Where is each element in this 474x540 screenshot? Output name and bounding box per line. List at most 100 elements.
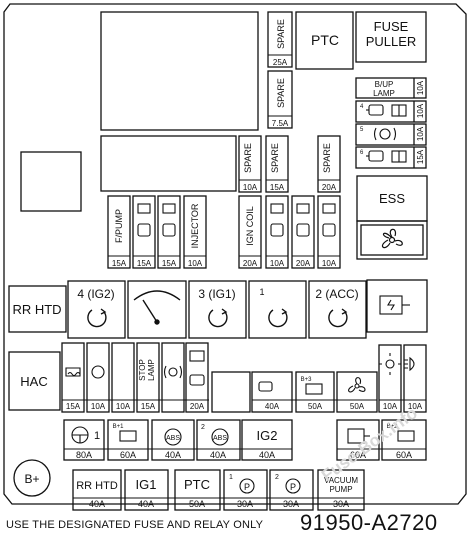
acc-relay bbox=[308, 280, 367, 339]
mid-fuse-amp: 15A bbox=[112, 259, 127, 268]
row5-fuse-ig1 bbox=[124, 469, 169, 511]
fuse-box-outline bbox=[3, 3, 467, 505]
small-row-6-num: 6 bbox=[360, 150, 364, 156]
small-row-4-num: 4 bbox=[360, 104, 364, 110]
row4-abs2-label: ABS bbox=[213, 435, 227, 442]
row4-fuse-1 bbox=[63, 419, 105, 461]
fan-icon bbox=[348, 377, 366, 393]
row3-amp-3: 10A bbox=[116, 402, 131, 411]
mid-spare-10a-slot bbox=[238, 135, 262, 193]
mid-fuse-slot bbox=[107, 195, 131, 269]
row5-fuse-rr-htd bbox=[72, 469, 122, 511]
row3-fuse-sun bbox=[378, 344, 402, 413]
hac-label: HAC bbox=[20, 374, 47, 389]
stop-lamp-fuse bbox=[136, 342, 160, 413]
row3-fuse-6 bbox=[185, 342, 209, 413]
row5-rr-htd-amp: 40A bbox=[89, 499, 105, 509]
row5-p2-amp: 30A bbox=[283, 499, 299, 509]
small-fuse-row-5 bbox=[355, 123, 427, 146]
row4-fuse-abs1 bbox=[151, 419, 195, 461]
relay-1 bbox=[248, 280, 307, 339]
battery-icon bbox=[189, 350, 205, 362]
fan-relay-inner bbox=[360, 224, 424, 256]
row3-10a-amp-1: 10A bbox=[383, 402, 398, 411]
mid-spare-1-amp: 10A bbox=[243, 183, 258, 192]
row4-c1-amp: 80A bbox=[76, 450, 92, 460]
spare-7-5a-slot bbox=[267, 70, 293, 129]
row5-p2-num: 2 bbox=[275, 474, 279, 481]
ig2-relay bbox=[67, 280, 126, 339]
small-row-5-amp: 10A bbox=[416, 126, 425, 141]
mid-spare-3-label: SPARE bbox=[322, 143, 332, 173]
rotate-arrow-icon bbox=[208, 309, 228, 328]
row4-c1-num: 1 bbox=[94, 430, 100, 442]
sun-icon bbox=[379, 353, 401, 375]
rotate-arrow-icon bbox=[268, 309, 288, 328]
row3-fuse-fan bbox=[336, 371, 378, 413]
warning-lamp-icon bbox=[163, 365, 183, 379]
wiper-relay bbox=[127, 280, 187, 339]
engine-icon bbox=[296, 203, 310, 237]
fuse-puller-label-1: FUSE bbox=[374, 19, 409, 34]
hac-relay bbox=[8, 351, 61, 411]
mid-fuse-amp: 15A bbox=[137, 259, 152, 268]
rotate-arrow-icon bbox=[328, 309, 348, 328]
warning-lamp-icon bbox=[373, 127, 397, 141]
row3-b3-label: B+3 bbox=[301, 377, 313, 383]
fuse-puller-label-2: PULLER bbox=[366, 34, 417, 49]
battery-icon bbox=[397, 430, 415, 442]
mid-fuse-label: IGN COIL bbox=[245, 206, 255, 246]
ess-label: ESS bbox=[379, 191, 405, 206]
top-blank-block bbox=[100, 11, 259, 131]
horn-icon bbox=[162, 203, 176, 237]
row5-vacuum-label-2: PUMP bbox=[329, 485, 352, 494]
battery-positive-label: B+ bbox=[24, 472, 39, 486]
windshield-wiper-icon bbox=[133, 290, 181, 325]
ig2-relay-label: 4 (IG2) bbox=[77, 287, 114, 301]
row5-fuse-ptc bbox=[174, 469, 221, 511]
row5-p1-label: P bbox=[244, 482, 250, 492]
left-blank-block bbox=[20, 151, 82, 212]
row4-c4-num: 2 bbox=[201, 424, 205, 431]
mid-fuse-amp: 20A bbox=[243, 259, 258, 268]
engine-icon bbox=[189, 374, 205, 386]
row5-fuse-p1 bbox=[223, 469, 268, 511]
mid-fuse-slot bbox=[291, 195, 315, 269]
row3-blank-1 bbox=[211, 371, 251, 413]
bup-lamp-amp: 10A bbox=[416, 80, 425, 95]
mid-fuse-slot bbox=[265, 195, 289, 269]
engine-icon bbox=[322, 203, 336, 237]
small-row-5-num: 5 bbox=[360, 127, 364, 133]
battery-icon bbox=[391, 150, 407, 163]
row3-fuse-40a bbox=[251, 371, 293, 413]
spare-7-5a-label: SPARE bbox=[276, 78, 286, 108]
engine-icon bbox=[137, 203, 151, 237]
row5-p1-num: 1 bbox=[229, 474, 233, 481]
rr-htd-relay-label: RR HTD bbox=[12, 302, 61, 317]
stop-lamp-label-2: LAMP bbox=[147, 359, 156, 381]
row5-p2-label: P bbox=[290, 482, 296, 492]
mid-fuse-slot bbox=[238, 195, 262, 269]
spare-25a-amp: 25A bbox=[273, 58, 288, 67]
row4-abs1-label: ABS bbox=[166, 435, 180, 442]
bup-lamp-label-1: B/UP bbox=[375, 80, 394, 89]
radiator-fan-icon bbox=[379, 295, 410, 315]
row3-fuse-5 bbox=[161, 342, 185, 413]
small-row-4-amp: 10A bbox=[416, 103, 425, 118]
ptc-relay-box bbox=[295, 11, 354, 70]
row3-fuse-1 bbox=[61, 342, 85, 413]
mid-spare-2-label: SPARE bbox=[270, 143, 280, 173]
spare-25a-label: SPARE bbox=[276, 19, 286, 49]
row4-c6-amp: 60A bbox=[350, 450, 366, 460]
parking-icon bbox=[285, 478, 301, 494]
parking-icon bbox=[239, 478, 255, 494]
small-row-6-amp: 15A bbox=[416, 149, 425, 164]
row4-fuse-b2 bbox=[381, 419, 427, 461]
row5-ig1-label: IG1 bbox=[136, 477, 157, 492]
row3-40a-amp: 40A bbox=[265, 402, 280, 411]
mid-blank-block bbox=[100, 135, 237, 192]
row5-rr-htd-label: RR HTD bbox=[76, 480, 118, 492]
row4-c2-amp: 60A bbox=[120, 450, 136, 460]
row3-amp-4: 10A bbox=[91, 402, 106, 411]
